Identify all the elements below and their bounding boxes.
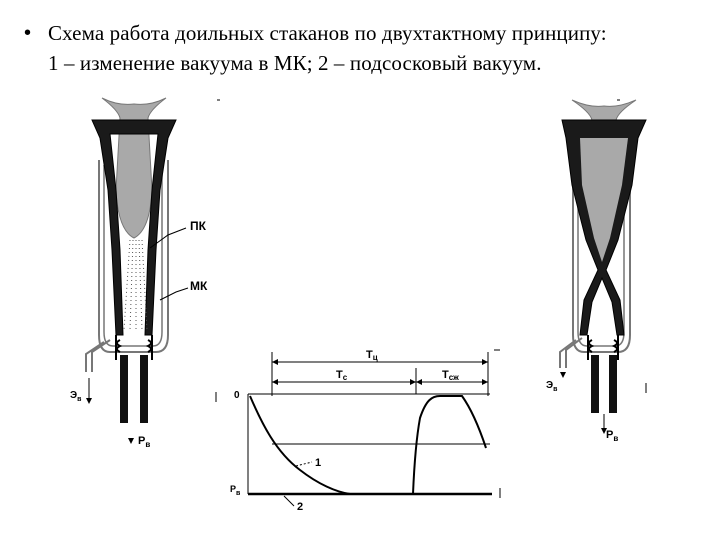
left-pv-label: Pв [138, 435, 150, 449]
tc-label: Tц [366, 349, 378, 362]
left-tube-wall-1 [120, 355, 128, 423]
right-tube-wall-2 [609, 355, 617, 413]
pv-axis-label: Pв [230, 484, 241, 497]
right-teat-cup: Эв Pв [546, 99, 647, 443]
zero-label: 0 [234, 390, 240, 401]
curve-2-leader [283, 495, 295, 507]
pk-leader-line [149, 227, 187, 249]
mk-label: МК [190, 279, 208, 293]
left-pulse-tube [85, 339, 111, 372]
right-joint-left [587, 335, 595, 360]
left-teat-cup: ПК МК Эв Pв [70, 97, 220, 449]
mk-leader-line [159, 287, 189, 301]
left-tube-wall-2 [140, 355, 148, 423]
pk-label: ПК [190, 219, 207, 233]
curve-2-label: 2 [297, 501, 303, 513]
left-cup-shell-inner [103, 165, 163, 347]
right-air-label: Эв [546, 380, 558, 393]
right-bottom-arrow [601, 428, 607, 434]
left-air-label: Эв [70, 390, 82, 403]
curve-1-leader [295, 461, 313, 467]
caption-text: Схема работа доильных стаканов по двухта… [48, 18, 607, 78]
right-air-arrow-head [560, 372, 566, 378]
caption-block: • Схема работа доильных стаканов по двух… [24, 18, 704, 78]
left-joint-left [115, 335, 123, 360]
right-pv-label: Pв [606, 429, 618, 443]
caption-line-1: Схема работа доильных стаканов по двухта… [48, 21, 607, 45]
tsj-label: Tсж [442, 369, 459, 382]
curve-1-mk-vacuum [249, 395, 487, 495]
ts-label: Tс [336, 369, 348, 382]
left-milk-stream [123, 239, 148, 331]
left-cup-shell [98, 160, 169, 353]
right-cup-shell-inner [577, 165, 625, 347]
vacuum-graph: Tц Tс Tсж 1 2 0 Pв [215, 349, 501, 513]
right-joint-right [611, 335, 619, 360]
left-joint-right [145, 335, 153, 360]
left-air-arrow-head [86, 398, 92, 404]
curve-1-label: 1 [315, 457, 321, 469]
right-pulse-tube [559, 337, 583, 368]
bullet-marker: • [24, 22, 32, 44]
caption-line-2: 1 – изменение вакуума в МК; 2 – подсоско… [48, 51, 542, 75]
right-tube-wall-1 [591, 355, 599, 413]
left-bottom-arrow [128, 438, 134, 444]
left-liner [91, 119, 177, 336]
right-teat-inner [580, 138, 628, 262]
